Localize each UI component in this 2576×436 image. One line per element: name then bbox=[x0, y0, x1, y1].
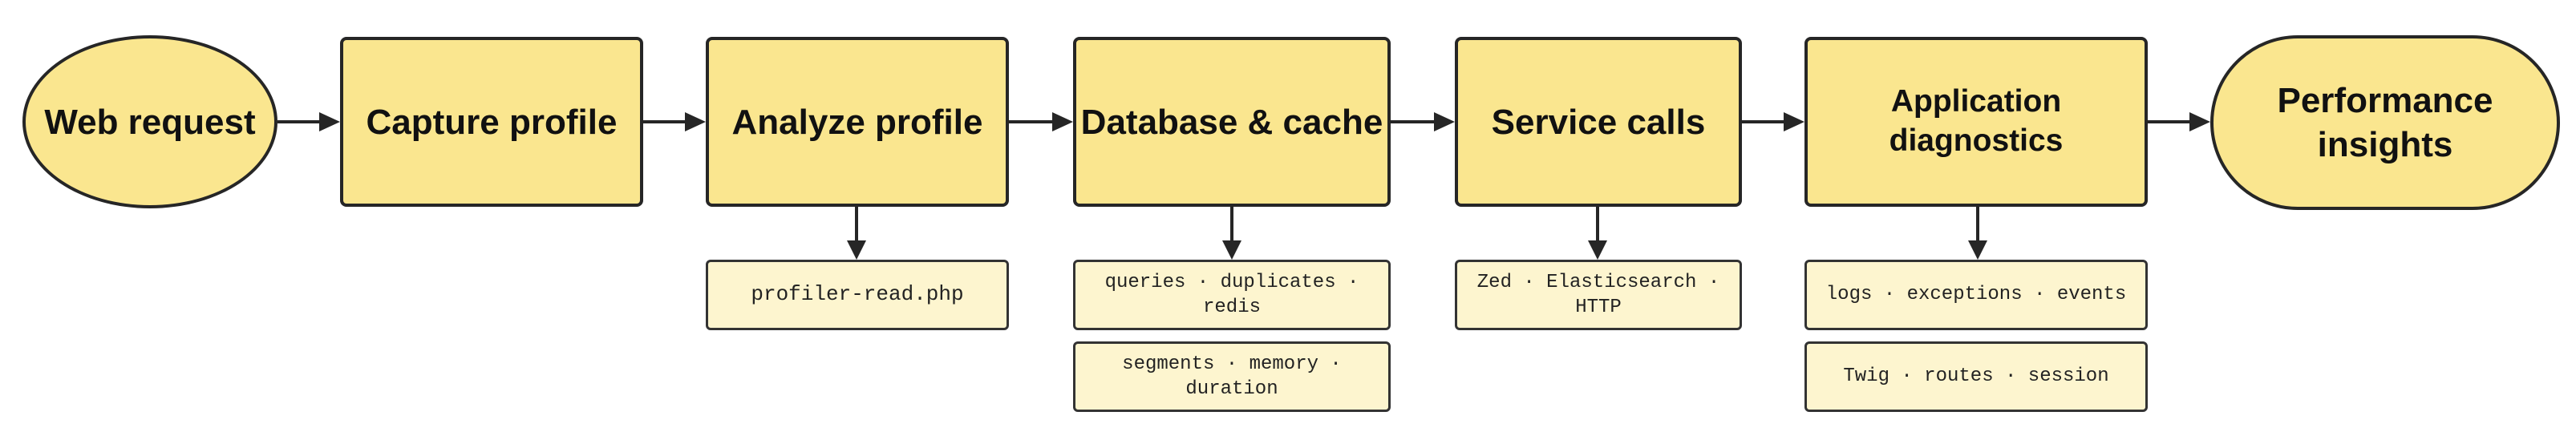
detail-service-calls-text: Zed · Elasticsearch · HTTP bbox=[1476, 271, 1720, 318]
node-analyze-profile-label: Analyze profile bbox=[731, 102, 983, 142]
detail-database-queries: queries · duplicates · redis bbox=[1073, 260, 1391, 330]
node-performance-insights-label: Performance insights bbox=[2277, 81, 2493, 164]
arrowhead-web-to-capture bbox=[319, 112, 340, 131]
node-application-diagnostics-label: Application diagnostics bbox=[1889, 84, 2064, 158]
node-database-cache: Database & cache bbox=[1073, 37, 1391, 207]
detail-database-queries-text: queries · duplicates · redis bbox=[1104, 271, 1359, 318]
arrowhead-diagnostics-to-insights bbox=[2189, 112, 2210, 131]
detail-profiler-read-text: profiler-read.php bbox=[751, 282, 964, 307]
node-performance-insights: Performance insights bbox=[2210, 35, 2560, 210]
arrowhead-database-to-services bbox=[1434, 112, 1455, 131]
arrowhead-services-to-details bbox=[1588, 240, 1607, 260]
detail-application-twig-text: Twig · routes · session bbox=[1843, 365, 2109, 388]
detail-application-logs-text: logs · exceptions · events bbox=[1825, 284, 2127, 306]
node-web-request: Web request bbox=[22, 35, 277, 208]
node-application-diagnostics: Application diagnostics bbox=[1804, 37, 2148, 207]
node-capture-profile: Capture profile bbox=[340, 37, 643, 207]
arrowhead-capture-to-analyze bbox=[685, 112, 706, 131]
arrowhead-analyze-to-database bbox=[1052, 112, 1073, 131]
detail-database-segments: segments · memory · duration bbox=[1073, 341, 1391, 412]
detail-application-twig: Twig · routes · session bbox=[1804, 341, 2148, 412]
detail-database-segments-text: segments · memory · duration bbox=[1122, 353, 1342, 400]
arrowhead-diagnostics-to-details bbox=[1968, 240, 1987, 260]
arrowhead-database-to-details bbox=[1222, 240, 1241, 260]
node-service-calls-label: Service calls bbox=[1491, 102, 1706, 142]
detail-application-logs: logs · exceptions · events bbox=[1804, 260, 2148, 330]
node-service-calls: Service calls bbox=[1455, 37, 1742, 207]
node-web-request-label: Web request bbox=[44, 102, 256, 142]
arrowhead-services-to-diagnostics bbox=[1784, 112, 1804, 131]
node-analyze-profile: Analyze profile bbox=[706, 37, 1009, 207]
node-database-cache-label: Database & cache bbox=[1080, 102, 1383, 142]
node-capture-profile-label: Capture profile bbox=[366, 102, 618, 142]
detail-service-calls: Zed · Elasticsearch · HTTP bbox=[1455, 260, 1742, 330]
detail-profiler-read: profiler-read.php bbox=[706, 260, 1009, 330]
arrowhead-analyze-to-profiler-read bbox=[847, 240, 866, 260]
